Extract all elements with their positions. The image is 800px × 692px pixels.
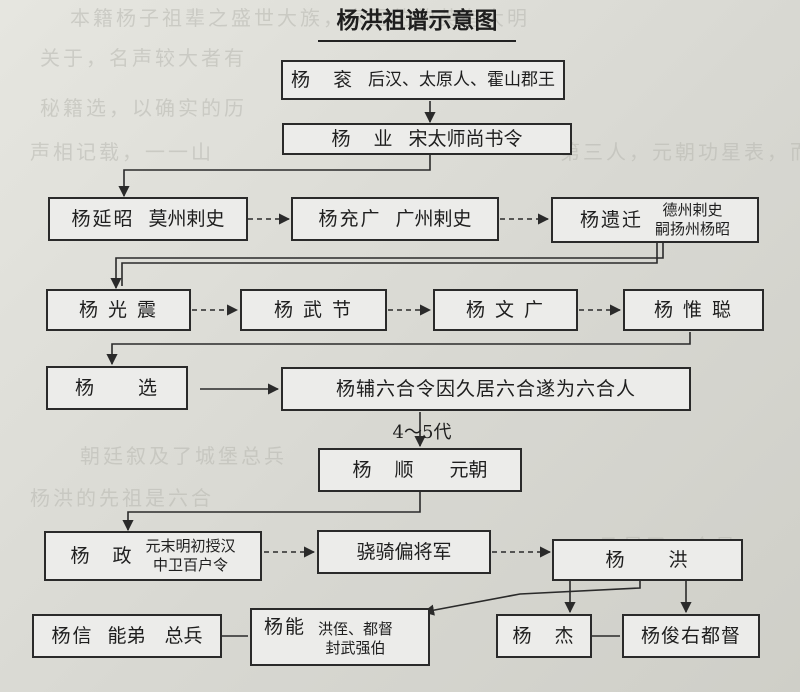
node-yang-xuan: 杨 选	[46, 366, 188, 410]
node-desc-line: 德州剌史	[662, 201, 723, 219]
node-name: 杨 光 震	[78, 299, 159, 321]
link-weicong-xuan	[106, 332, 691, 366]
link-hong-neng	[422, 580, 641, 616]
node-yang-yanzhao: 杨延昭 莫州剌史	[48, 197, 248, 241]
node-desc-line: 元末明初授汉	[145, 537, 236, 555]
node-name: 杨辅六合令因久居六合遂为六合人	[335, 378, 636, 400]
background-text-line: 第三人，元朝功星表，而大将	[560, 140, 800, 164]
node-yang-zheng: 杨 政 元末明初授汉 中卫百户令	[44, 531, 262, 581]
node-name: 杨延昭	[71, 208, 135, 230]
node-desc: 广州剌史	[395, 208, 472, 230]
node-desc-line: 中卫百户令	[153, 556, 229, 574]
background-text-line: 杨洪的先祖是六合	[30, 486, 214, 510]
node-name: 杨 武 节	[273, 299, 354, 321]
diagram-title: 杨洪祖谱示意图	[318, 6, 516, 42]
node-name: 杨信	[51, 625, 94, 647]
node-yang-guangzhen: 杨 光 震	[46, 289, 191, 331]
node-desc-line: 封武强伯	[325, 639, 386, 657]
node-desc: 后汉、太原人、霍山郡王	[368, 70, 555, 90]
node-yang-yiqian: 杨遗迁 德州剌史 嗣扬州杨昭	[551, 197, 759, 243]
node-desc: 宋太师尚书令	[408, 128, 523, 150]
link-yiqian-guangzhen	[110, 242, 664, 290]
node-name: 杨 杰	[512, 625, 576, 647]
node-yang-ye: 杨 业 宋太师尚书令	[282, 123, 572, 155]
link-yiqian-guangzhen-2	[121, 242, 658, 286]
node-yang-jun: 杨俊右都督	[622, 614, 760, 658]
node-name: 杨 衮	[290, 69, 354, 91]
node-desc-line: 嗣扬州杨昭	[655, 220, 731, 238]
node-name: 杨俊右都督	[640, 625, 741, 647]
node-yang-weicong: 杨 惟 聪	[623, 289, 764, 331]
background-text-line: 秘籍选，以确实的历	[40, 96, 247, 120]
node-name: 杨 选	[74, 377, 159, 399]
node-desc: 元朝	[449, 459, 488, 481]
node-name: 杨遗迁	[579, 209, 643, 231]
node-yang-jie: 杨 杰	[496, 614, 592, 658]
node-desc-line: 洪侄、都督	[318, 620, 394, 638]
node-name: 杨能	[264, 616, 307, 638]
background-text-line: 朝廷叙及了城堡总兵	[80, 444, 287, 468]
node-name: 杨 洪	[605, 549, 690, 571]
node-yang-wujie: 杨 武 节	[240, 289, 387, 331]
node-name: 骁骑偏将军	[356, 541, 452, 563]
node-yang-luhe: 杨辅六合令因久居六合遂为六合人	[281, 367, 691, 411]
node-desc: 洪侄、都督 封武强伯	[318, 620, 393, 658]
node-yang-jianwei: 骁骑偏将军	[317, 530, 491, 574]
generation-gap-label: 4～5代	[392, 422, 452, 443]
node-yang-gun: 杨 衮 后汉、太原人、霍山郡王	[281, 60, 565, 100]
node-name: 杨 文 广	[465, 299, 546, 321]
node-name: 杨 业	[331, 128, 395, 150]
node-yang-hong: 杨 洪	[552, 539, 743, 581]
node-name: 杨 惟 聪	[653, 299, 734, 321]
node-desc: 元末明初授汉 中卫百户令	[146, 537, 236, 575]
node-desc: 能弟 总兵	[107, 625, 203, 647]
background-text-line: 关于，名声较大者有	[40, 46, 247, 70]
background-text-line: 本籍杨子祖辈之盛世大族，家国的的英有大明	[70, 6, 530, 30]
node-name: 杨充广	[318, 208, 382, 230]
background-text-line: 声相记载，一一山	[30, 140, 214, 164]
node-name: 杨 政	[70, 545, 134, 567]
node-yang-chongguang: 杨充广 广州剌史	[291, 197, 499, 241]
node-desc: 德州剌史 嗣扬州杨昭	[655, 201, 730, 239]
node-yang-shun: 杨 顺 元朝	[318, 448, 522, 492]
node-yang-xin: 杨信 能弟 总兵	[32, 614, 222, 658]
node-yang-neng: 杨能 洪侄、都督 封武强伯	[250, 608, 430, 666]
node-yang-wenguang: 杨 文 广	[433, 289, 578, 331]
node-name: 杨 顺	[352, 459, 416, 481]
node-desc: 莫州剌史	[148, 208, 225, 230]
